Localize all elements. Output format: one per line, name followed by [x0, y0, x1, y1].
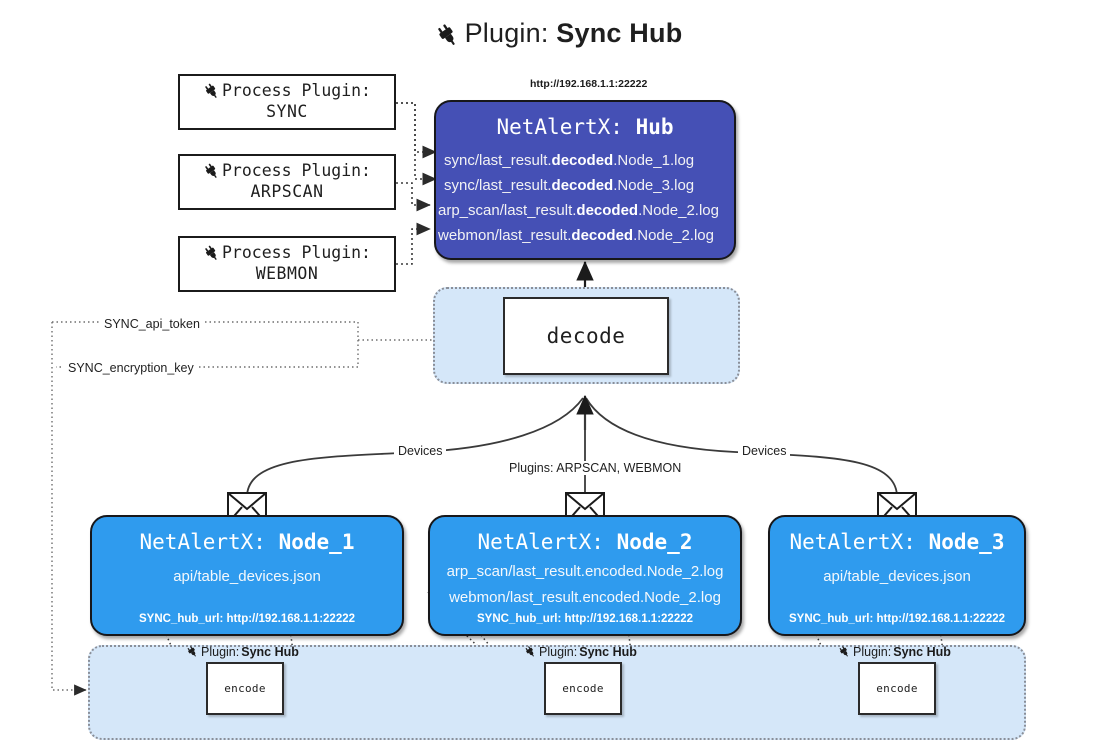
encoder-plugin-label-2: Plugin: Sync Hub — [524, 645, 637, 659]
process-plugin-name: SYNC — [266, 102, 308, 121]
plug-icon — [524, 645, 537, 659]
encode-label: encode — [876, 682, 918, 695]
node-line: api/table_devices.json — [823, 568, 971, 585]
encoder-plugin-text: Plugin: — [853, 645, 892, 659]
node-footer: SYNC_hub_url: http://192.168.1.1:22222 — [476, 613, 694, 625]
plug-icon — [186, 645, 199, 659]
process-plugin-heading: Process Plugin: — [221, 81, 371, 101]
node-footer: SYNC_hub_url: http://192.168.1.1:22222 — [138, 613, 356, 625]
node-app: NetAlertX: — [139, 530, 266, 554]
page-title: Plugin: Sync Hub — [0, 18, 1117, 51]
plug-icon — [435, 22, 461, 51]
process-plugin-name: ARPSCAN — [250, 182, 324, 201]
plug-icon — [203, 82, 221, 102]
encode-box-1[interactable]: encode — [206, 662, 284, 715]
page-title-name: Sync Hub — [556, 18, 683, 48]
hub-url: http://192.168.1.1:22222 — [530, 78, 648, 90]
node-app: NetAlertX: — [789, 530, 916, 554]
process-plugin-heading: Process Plugin: — [221, 161, 371, 181]
node-line: arp_scan/last_result.encoded.Node_2.log — [446, 563, 724, 580]
process-plugin-webmon[interactable]: Process Plugin: WEBMON — [178, 236, 396, 292]
edge-label-devices-right: Devices — [738, 444, 791, 458]
plug-icon — [203, 162, 221, 182]
encode-box-3[interactable]: encode — [858, 662, 936, 715]
node-2[interactable]: NetAlertX: Node_2 arp_scan/last_result.e… — [428, 515, 742, 636]
node-name: Node_3 — [928, 530, 1005, 554]
encode-box-2[interactable]: encode — [544, 662, 622, 715]
node-line: webmon/last_result.encoded.Node_2.log — [449, 589, 721, 606]
node-name: Node_1 — [278, 530, 355, 554]
node-name: Node_2 — [616, 530, 693, 554]
node-line: api/table_devices.json — [173, 568, 321, 585]
edge-label-devices-left: Devices — [394, 444, 447, 458]
node-footer: SYNC_hub_url: http://192.168.1.1:22222 — [788, 613, 1006, 625]
secret-label-encryption-key: SYNC_encryption_key — [64, 361, 198, 375]
encoder-plugin-name: Sync Hub — [893, 645, 951, 659]
encode-label: encode — [224, 682, 266, 695]
encoder-plugin-label-3: Plugin: Sync Hub — [838, 645, 951, 659]
hub-app: NetAlertX: — [496, 115, 623, 139]
hub-node[interactable]: NetAlertX: Hub sync/last_result.decoded.… — [434, 100, 736, 260]
process-plugin-heading: Process Plugin: — [221, 243, 371, 263]
page-title-label: Plugin: — [464, 18, 549, 48]
decode-box[interactable]: decode — [503, 297, 669, 375]
node-1[interactable]: NetAlertX: Node_1 api/table_devices.json… — [90, 515, 404, 636]
hub-name: Hub — [635, 115, 674, 139]
encoder-plugin-name: Sync Hub — [241, 645, 299, 659]
process-plugin-sync[interactable]: Process Plugin: SYNC — [178, 74, 396, 130]
plug-icon — [838, 645, 851, 659]
node-title: NetAlertX: Node_1 — [92, 530, 402, 554]
node-app: NetAlertX: — [477, 530, 604, 554]
node-3[interactable]: NetAlertX: Node_3 api/table_devices.json… — [768, 515, 1026, 636]
hub-log-line: sync/last_result.decoded.Node_3.log — [444, 177, 695, 194]
encoder-plugin-label-1: Plugin: Sync Hub — [186, 645, 299, 659]
process-plugin-arpscan[interactable]: Process Plugin: ARPSCAN — [178, 154, 396, 210]
process-plugin-name: WEBMON — [255, 264, 319, 283]
encoder-plugin-name: Sync Hub — [579, 645, 637, 659]
edge-label-plugins-center: Plugins: ARPSCAN, WEBMON — [505, 461, 686, 475]
hub-log-line: webmon/last_result.decoded.Node_2.log — [438, 227, 714, 244]
decode-label: decode — [546, 324, 626, 348]
encode-label: encode — [562, 682, 604, 695]
hub-title: NetAlertX: Hub — [436, 115, 734, 139]
secret-label-api-token: SYNC_api_token — [100, 317, 204, 331]
hub-log-line: sync/last_result.decoded.Node_1.log — [444, 152, 695, 169]
node-title: NetAlertX: Node_3 — [770, 530, 1024, 554]
node-title: NetAlertX: Node_2 — [430, 530, 740, 554]
plug-icon — [203, 244, 221, 264]
hub-log-line: arp_scan/last_result.decoded.Node_2.log — [438, 202, 719, 219]
hub-log-list: sync/last_result.decoded.Node_1.log sync… — [436, 148, 734, 248]
encoder-plugin-text: Plugin: — [201, 645, 240, 659]
encoder-plugin-text: Plugin: — [539, 645, 578, 659]
